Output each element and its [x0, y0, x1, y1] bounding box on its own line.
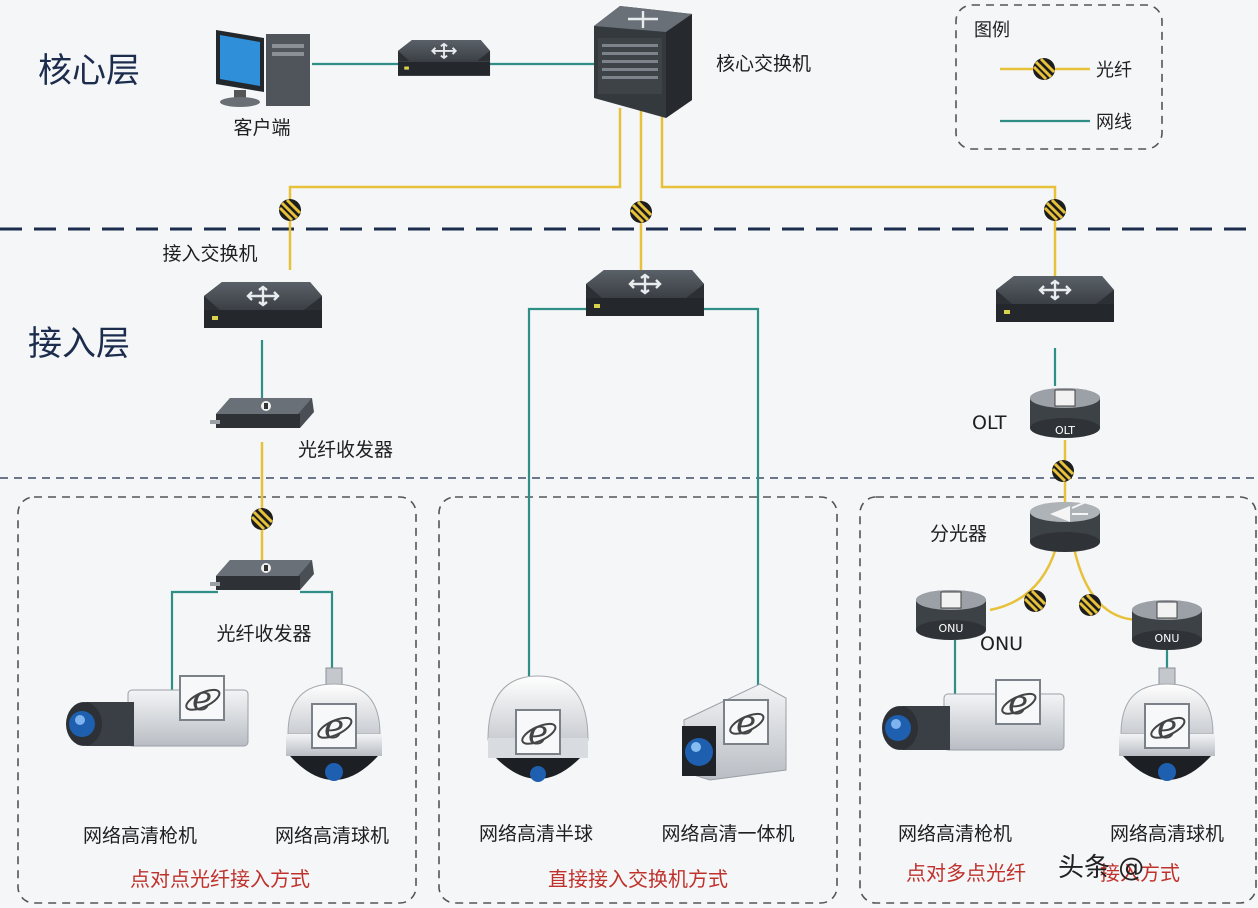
cable-to-minidome — [527, 307, 586, 676]
access-switch-icon — [202, 280, 324, 330]
olt-label: OLT — [972, 412, 1007, 434]
camera-label-ptz: 网络高清球机 — [1110, 823, 1224, 845]
access-switch-icon — [994, 274, 1116, 324]
legend-fiber-label: 光纤 — [1096, 60, 1132, 81]
bullet-camera-icon — [882, 680, 1064, 750]
core-switch-label: 核心交换机 — [716, 53, 811, 75]
layer-label-access: 接入层 — [28, 324, 130, 364]
ptz-camera-icon — [1119, 668, 1215, 781]
legend-title: 图例 — [974, 20, 1010, 41]
section-title-p2mp: 点对多点光纤 — [906, 861, 1026, 885]
fiber-marker-icon — [1022, 588, 1048, 614]
onu-label: ONU — [980, 633, 1023, 655]
section-title-p2p: 点对点光纤接入方式 — [130, 867, 310, 891]
watermark: 头条 @ — [1058, 853, 1144, 883]
camera-label-bullet: 网络高清枪机 — [83, 825, 197, 847]
cable-to-ptz-left — [300, 590, 334, 668]
fiber-transceiver-icon — [210, 398, 314, 428]
section-box-p2p — [17, 496, 417, 904]
transceiver-label-bottom: 光纤收发器 — [216, 623, 311, 645]
fiber-core-access-left — [288, 108, 622, 270]
onu-badge-right: ONU — [1155, 632, 1180, 645]
access-switch-icon — [584, 268, 706, 318]
computer-icon — [216, 30, 310, 107]
core-switch-icon — [594, 6, 692, 118]
bullet-camera-icon — [66, 676, 248, 746]
splitter-icon — [1030, 501, 1100, 552]
box-camera-icon — [682, 683, 787, 781]
transceiver-label-top: 光纤收发器 — [298, 439, 393, 461]
fiber-marker-icon — [1042, 197, 1068, 223]
fiber-marker-icon — [1077, 592, 1103, 618]
camera-label-bullet: 网络高清枪机 — [898, 823, 1012, 845]
cable-to-box-camera — [702, 307, 760, 690]
camera-label-box: 网络高清一体机 — [661, 823, 794, 845]
minidome-camera-icon — [487, 675, 589, 782]
fiber-core-access-right — [660, 108, 1057, 282]
fiber-marker-icon — [628, 199, 654, 225]
fiber-transceiver-icon — [210, 560, 314, 590]
camera-label-minidome: 网络高清半球 — [479, 823, 593, 845]
section-box-direct — [438, 496, 838, 904]
cable-to-bullet-left — [170, 590, 218, 690]
fiber-splitter-onu-left — [989, 547, 1058, 612]
olt-badge: OLT — [1055, 424, 1075, 437]
layer-label-core: 核心层 — [38, 51, 140, 91]
fiber-marker-icon — [249, 506, 275, 532]
camera-label-ptz: 网络高清球机 — [275, 825, 389, 847]
section-box-p2mp — [859, 496, 1257, 904]
section-title-direct: 直接接入交换机方式 — [548, 867, 728, 891]
legend-box — [955, 4, 1163, 150]
fiber-marker-icon — [1031, 56, 1057, 82]
onu-badge-left: ONU — [939, 622, 964, 635]
client-label: 客户端 — [233, 117, 290, 139]
section-title-p2mp-tail: 接入方式 — [1100, 861, 1180, 885]
access-switch-label: 接入交换机 — [162, 243, 257, 265]
splitter-label: 分光器 — [930, 523, 987, 545]
legend-cable-label: 网线 — [1096, 112, 1132, 133]
switch-icon — [397, 39, 491, 77]
fiber-marker-icon — [277, 197, 303, 223]
fiber-marker-icon — [1050, 458, 1076, 484]
ptz-camera-icon — [286, 668, 382, 781]
